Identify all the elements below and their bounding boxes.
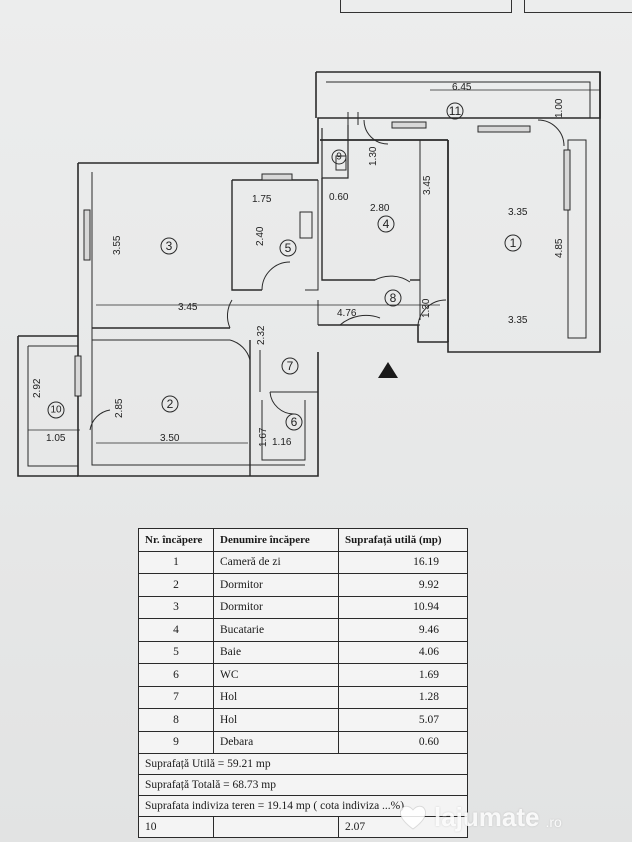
room-number-4: 4 — [383, 217, 390, 231]
summary-useful-area-row: Suprafață Utilă = 59.21 mp — [138, 753, 468, 775]
dim-3-35-bottom: 3.35 — [508, 315, 528, 326]
dim-1-67: 1.67 — [258, 427, 269, 447]
dim-1-16: 1.16 — [272, 437, 292, 448]
dim-3-50: 3.50 — [160, 433, 180, 444]
col-header-area: Suprafață utilă (mp) — [338, 528, 468, 552]
dim-2-40: 2.40 — [255, 226, 266, 246]
dim-2-32: 2.32 — [256, 325, 267, 345]
dim-1-05: 1.05 — [46, 433, 66, 444]
col-header-name: Denumire încăpere — [213, 528, 339, 552]
dim-3-45-bedroom: 3.45 — [178, 302, 198, 313]
top-frame-left — [340, 0, 512, 13]
room-number-2: 2 — [167, 397, 174, 411]
entrance-triangle-icon — [378, 362, 398, 378]
watermark-brand: lajumate — [434, 801, 540, 832]
room-number-5: 5 — [285, 241, 292, 255]
table-header-row: Nr. încăpere Denumire încăpere Suprafață… — [138, 528, 468, 552]
dim-2-92: 2.92 — [32, 378, 43, 398]
top-frame-right — [524, 0, 632, 13]
watermark-tld: .ro — [545, 814, 562, 830]
room-number-8: 8 — [390, 291, 397, 305]
room-number-11: 11 — [449, 104, 462, 118]
heart-house-icon — [399, 805, 427, 830]
dim-1-75: 1.75 — [252, 194, 272, 205]
room-number-6: 6 — [291, 415, 298, 429]
dim-6-45: 6.45 — [452, 82, 472, 93]
room-number-3: 3 — [166, 239, 173, 253]
area-table: Nr. încăpere Denumire încăpere Suprafață… — [138, 528, 468, 838]
dim-2-85: 2.85 — [114, 398, 125, 418]
col-header-number: Nr. încăpere — [138, 528, 214, 552]
dim-4-76: 4.76 — [337, 308, 357, 319]
dim-1-30-hall: 1.30 — [421, 298, 432, 318]
dim-1-00: 1.00 — [554, 98, 565, 118]
room-number-9: 9 — [336, 152, 342, 163]
dim-1-30-top: 1.30 — [368, 146, 379, 166]
room-number-1: 1 — [510, 236, 517, 250]
dim-3-55: 3.55 — [112, 235, 123, 255]
dim-0-60: 0.60 — [329, 192, 349, 203]
dim-2-80: 2.80 — [370, 203, 390, 214]
dim-4-85: 4.85 — [554, 238, 565, 258]
room-number-10: 10 — [50, 405, 62, 416]
dim-3-35-top: 3.35 — [508, 207, 528, 218]
dim-3-45-kitchen: 3.45 — [422, 175, 433, 195]
summary-total-area-row: Suprafață Totală = 68.73 mp — [138, 774, 468, 796]
floor-plan: 11 1 3 2 4 5 7 6 8 9 10 6.45 1.00 1.30 3… — [17, 71, 601, 477]
lajumate-watermark: lajumate .ro — [398, 797, 628, 837]
room-number-7: 7 — [287, 359, 294, 373]
